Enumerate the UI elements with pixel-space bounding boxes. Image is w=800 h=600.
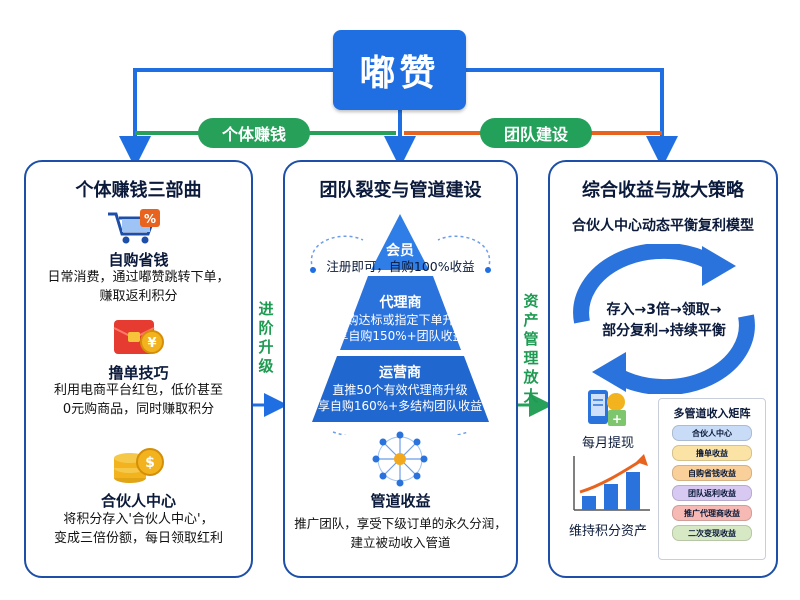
svg-text:¥: ¥ [147,336,156,351]
model-subtitle: 合伙人中心动态平衡复利模型 [572,218,754,234]
tier-agent-shape [340,276,461,350]
pipeline-desc: 推广团队，享受下级订单的永久分润，建立被动收入管道 [294,516,507,550]
tier-member: 会员 [386,243,414,259]
shopping-cart-icon: % [108,209,160,244]
item-title-self-buy: 自购省钱 [108,251,169,269]
matrix-item: 推广代理商收益 [672,505,752,521]
growth-chart-icon [573,454,650,511]
wire-left [119,68,335,168]
brand-box: 嘟赞 [333,30,466,110]
wire-right [466,68,678,168]
upgrade-arrow-label: 进阶升级 [258,300,274,375]
pipeline-title: 管道收益 [370,492,431,510]
network-icon [372,431,428,487]
svg-text:+: + [612,412,622,426]
panel-title: 综合收益与放大策略 [582,180,744,201]
panel-title: 个体赚钱三部曲 [75,180,202,201]
branch-tag-team: 团队建设 [480,118,592,148]
matrix-item: 二次变现收益 [672,525,752,541]
item-title-order-tips: 撸单技巧 [108,364,169,382]
matrix-item: 自购省钱收益 [672,465,752,481]
phone-calculator-icon: + [588,390,626,426]
svg-text:%: % [144,212,156,226]
asset-arrow-label: 资产管理放大 [523,292,539,405]
matrix-title: 多管道收入矩阵 [673,407,751,420]
tier-member-shape [371,214,429,270]
tier-operator-shape [312,356,489,422]
cycle-text: 存入→3倍→领取→ 部分复利→持续平衡 [602,302,726,339]
matrix-item: 合伙人中心 [672,425,752,441]
item-title-partner-center: 合伙人中心 [100,492,176,510]
level-pyramid [310,214,491,435]
cycle-arrows-icon [573,244,755,394]
matrix-item: 撸单收益 [672,445,752,461]
panel-title: 团队裂变与管道建设 [319,180,482,201]
tier-agent: 代理商 自购达标或指定下单升级 享自购150%+团队收益 [334,295,467,343]
matrix-item: 团队返利收益 [672,485,752,501]
tier-member-desc: 注册即可，自购100%收益 [326,259,475,274]
monthly-withdraw-label: 每月提现 [581,436,634,451]
coin-stack-icon: $ [114,448,164,483]
branch-tag-individual: 个体赚钱 [198,118,310,148]
tier-operator: 运营商 直推50个有效代理商升级 享自购160%+多结构团队收益 [317,365,483,413]
item-desc-partner-center: 将积分存入'合伙人中心'，变成三倍份额，每日领取红利 [53,512,223,546]
svg-text:$: $ [145,455,155,471]
income-matrix: 多管道收入矩阵 合伙人中心 撸单收益 自购省钱收益 团队返利收益 推广代理商收益… [658,398,766,560]
item-desc-self-buy: 日常消费，通过嘟赞跳转下单，赚取返利积分 [47,270,230,304]
maintain-assets-label: 维持积分资产 [568,524,647,539]
red-envelope-icon: ¥ [113,320,164,354]
